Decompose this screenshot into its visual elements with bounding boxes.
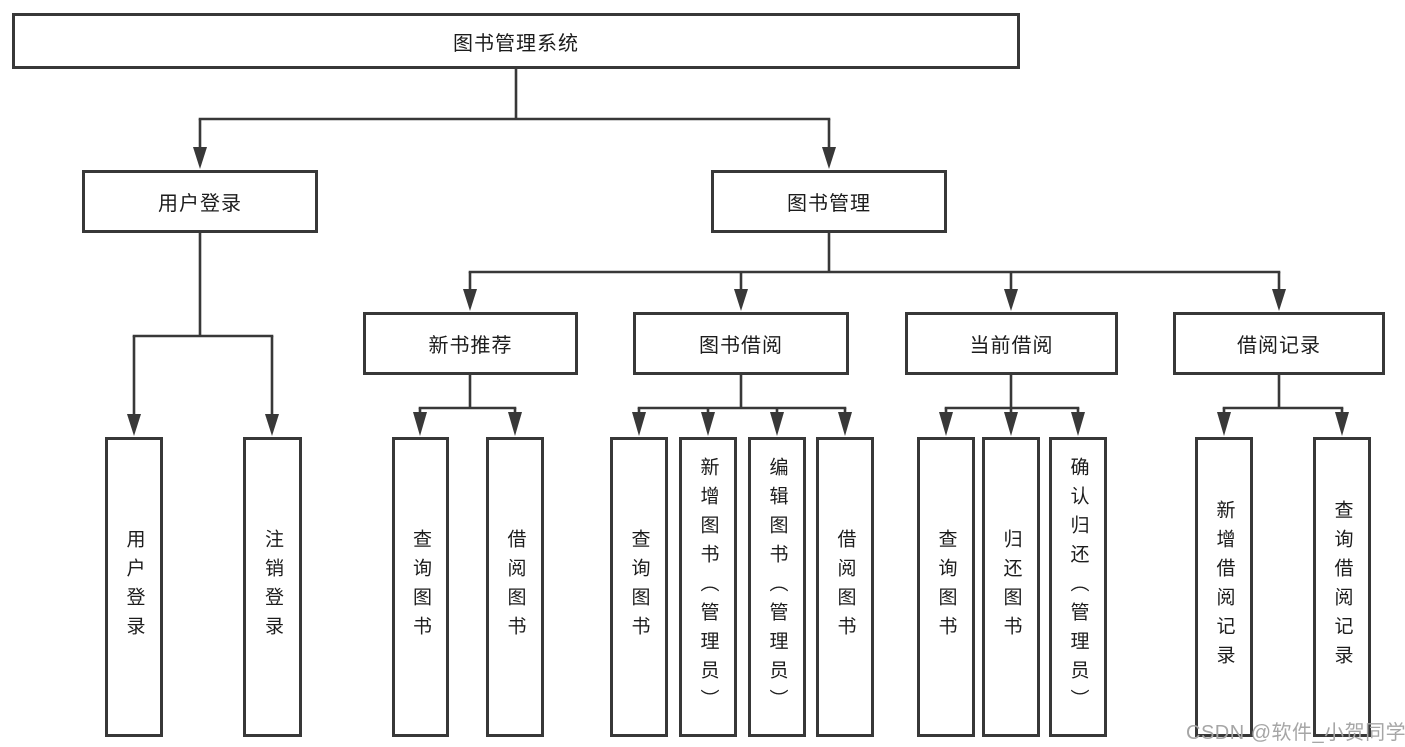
leaf-borrow-books: 借阅图书: [816, 437, 874, 737]
csdn-watermark: CSDN @软件_小贺同学: [1186, 722, 1405, 744]
connector-user-login-children: [127, 233, 279, 436]
leaf-label: 查询图书: [628, 529, 650, 645]
leaf-borrow-books-recommend: 借阅图书: [486, 437, 544, 737]
node-book-borrow: 图书借阅: [633, 312, 849, 375]
connector-borrow-records-children: [1217, 375, 1349, 436]
leaf-label: 编辑图书（管理员）: [766, 456, 788, 718]
connector-current-borrow-children: [939, 375, 1085, 436]
connector-level2-to-level3: [463, 233, 1286, 311]
leaf-query-books-current: 查询图书: [917, 437, 975, 737]
connector-new-book-recommend-children: [413, 375, 522, 436]
leaf-confirm-return-admin: 确认归还（管理员）: [1049, 437, 1107, 737]
leaf-label: 确认归还（管理员）: [1067, 456, 1089, 718]
leaf-user-login: 用户登录: [105, 437, 163, 737]
node-borrow-records: 借阅记录: [1173, 312, 1385, 375]
leaf-return-books: 归还图书: [982, 437, 1040, 737]
node-user-login: 用户登录: [82, 170, 318, 233]
connector-root-to-level2: [193, 69, 836, 169]
leaf-label: 借阅图书: [504, 529, 526, 645]
leaf-label: 归还图书: [1000, 529, 1022, 645]
leaf-query-books-recommend: 查询图书: [392, 437, 449, 737]
leaf-label: 借阅图书: [834, 529, 856, 645]
leaf-label: 新增借阅记录: [1213, 500, 1235, 674]
leaf-add-books-admin: 新增图书（管理员）: [679, 437, 737, 737]
leaf-label: 用户登录: [123, 529, 145, 645]
node-new-book-recommend: 新书推荐: [363, 312, 578, 375]
leaf-label: 查询图书: [935, 529, 957, 645]
leaf-label: 查询图书: [410, 529, 431, 645]
node-book-management: 图书管理: [711, 170, 947, 233]
leaf-label: 注销登录: [262, 529, 283, 645]
leaf-query-borrow-record: 查询借阅记录: [1313, 437, 1371, 737]
node-current-borrow: 当前借阅: [905, 312, 1118, 375]
leaf-edit-books-admin: 编辑图书（管理员）: [748, 437, 806, 737]
node-library-management-system: 图书管理系统: [12, 13, 1020, 69]
connector-book-borrow-children: [632, 375, 852, 436]
leaf-logout: 注销登录: [243, 437, 302, 737]
leaf-query-books-borrow: 查询图书: [610, 437, 668, 737]
leaf-label: 查询借阅记录: [1331, 500, 1353, 674]
leaf-label: 新增图书（管理员）: [697, 456, 719, 718]
leaf-add-borrow-record: 新增借阅记录: [1195, 437, 1253, 737]
